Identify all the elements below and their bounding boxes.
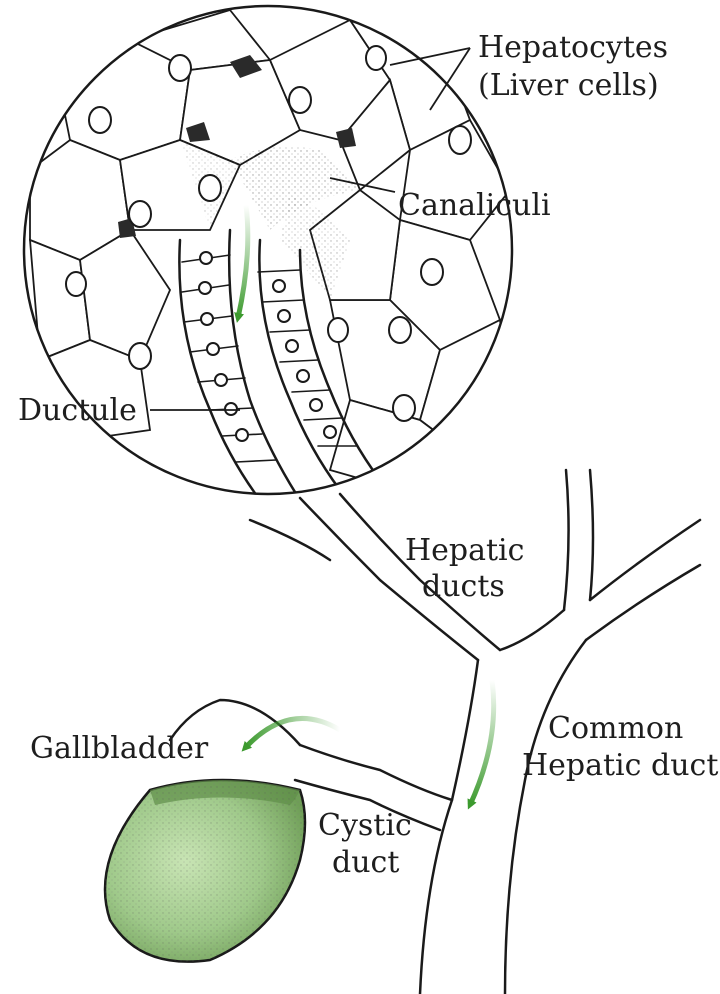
label-hepatic-duct: Hepatic duct: [522, 748, 718, 783]
label-ductule: Ductule: [18, 393, 137, 428]
label-gallbladder: Gallbladder: [30, 731, 209, 766]
label-ducts: ducts: [422, 569, 505, 604]
label-cystic-duct: duct: [332, 845, 399, 880]
gallbladder-flow-arrow: [245, 718, 340, 748]
gallbladder: [105, 780, 305, 962]
label-common: Common: [548, 711, 683, 746]
label-hepatocytes: Hepatocytes: [478, 30, 668, 65]
label-liver-cells: (Liver cells): [478, 68, 659, 103]
label-canaliculi: Canaliculi: [398, 188, 551, 223]
common-duct-flow-arrow: [470, 680, 494, 805]
label-hepatic: Hepatic: [405, 533, 524, 568]
label-cystic: Cystic: [318, 808, 412, 843]
